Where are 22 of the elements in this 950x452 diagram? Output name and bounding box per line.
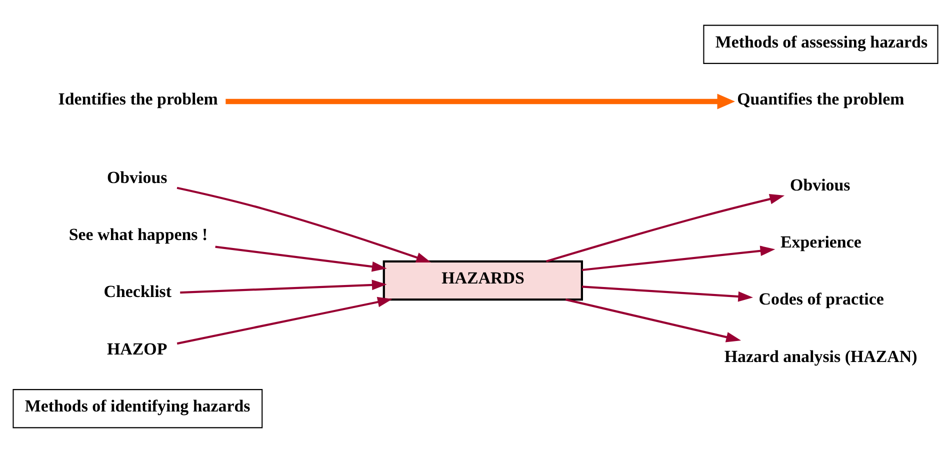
arrow — [581, 285, 753, 302]
arrow — [581, 245, 775, 271]
node-text: Codes of practice — [758, 289, 884, 308]
node-box: Methods of assessing hazards — [702, 24, 938, 64]
node-text: Obvious — [790, 174, 850, 194]
arrow — [564, 298, 741, 342]
node-text: See what happens ! — [68, 224, 208, 244]
node-box: Methods of identifying hazards — [12, 388, 262, 428]
arrow — [225, 93, 734, 109]
node-box: HAZARDS — [382, 260, 582, 300]
node-text: Experience — [780, 232, 861, 251]
arrow — [180, 279, 386, 294]
arrow — [214, 245, 386, 272]
node-text: Checklist — [103, 282, 172, 301]
arrow — [176, 186, 431, 262]
node-text: Quantifies the problem — [736, 89, 904, 108]
node-text: HAZOP — [106, 338, 167, 358]
node-text: Obvious — [106, 167, 167, 186]
node-text: Identifies the problem — [58, 89, 218, 108]
arrow — [176, 296, 392, 344]
arrow — [545, 193, 784, 262]
node-text: Hazard analysis (HAZAN) — [724, 346, 917, 366]
